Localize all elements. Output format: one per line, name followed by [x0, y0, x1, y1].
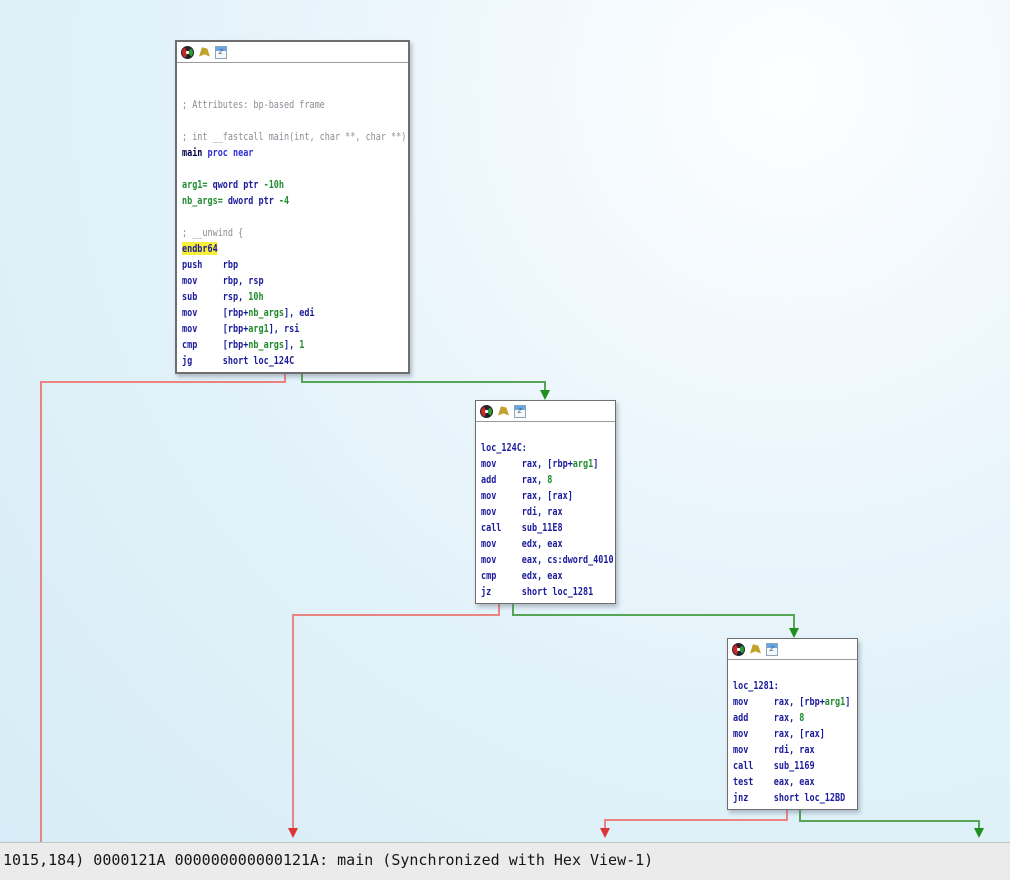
edge-loc124C-false: [498, 601, 500, 616]
code-line[interactable]: mov rax, [rbp+arg1]: [481, 457, 599, 470]
edge-loc1281-true: [799, 820, 980, 822]
edge-main-false: [284, 367, 286, 382]
code-line[interactable]: mov rdi, rax: [481, 505, 563, 518]
code-line[interactable]: mov rax, [rax]: [481, 489, 573, 502]
status-bar: 1015,184) 0000121A 000000000000121A: mai…: [0, 842, 1010, 880]
code-line[interactable]: cmp edx, eax: [481, 569, 563, 582]
code-line[interactable]: arg1= qword ptr -10h: [182, 178, 285, 191]
code-line[interactable]: mov rdi, rax: [733, 743, 815, 756]
code-line[interactable]: endbr64: [182, 242, 218, 255]
basic-block-loc_1281[interactable]: loc_1281:mov rax, [rbp+arg1] add rax, 8 mo…: [727, 638, 858, 810]
code-line[interactable]: add rax, 8: [733, 711, 805, 724]
code-line[interactable]: jnz short loc_12BD: [733, 791, 846, 804]
code-line[interactable]: loc_1281:: [733, 679, 779, 692]
text-view-icon[interactable]: [215, 45, 227, 59]
code-line[interactable]: mov rax, [rax]: [733, 727, 825, 740]
node-color-icon[interactable]: [181, 45, 194, 59]
code-line[interactable]: mov rbp, rsp: [182, 274, 264, 287]
node-color-icon[interactable]: [732, 642, 745, 656]
edge-loc124C-false: [292, 614, 294, 828]
edge-loc124C-false: [292, 614, 500, 616]
code-line[interactable]: [182, 209, 352, 225]
edge-loc1281-false: [604, 819, 606, 829]
code-line[interactable]: ; int __fastcall main(int, char **, char…: [182, 130, 407, 143]
text-view-icon[interactable]: [514, 404, 526, 418]
code-line[interactable]: mov [rbp+nb_args], edi: [182, 306, 315, 319]
edge-loc1281-true: [799, 806, 801, 822]
edge-main-false: [40, 381, 286, 383]
code-line[interactable]: push rbp: [182, 258, 239, 271]
code-line[interactable]: mov edx, eax: [481, 537, 563, 550]
basic-block-code[interactable]: loc_1281:mov rax, [rbp+arg1] add rax, 8 mo…: [728, 660, 857, 809]
edge-loc124C-true: [512, 601, 514, 616]
edge-loc124C-true-arrowhead: [789, 628, 799, 638]
basic-block-title-bar[interactable]: [728, 639, 857, 660]
code-line[interactable]: test eax, eax: [733, 775, 815, 788]
code-line[interactable]: call sub_1169: [733, 759, 815, 772]
code-line[interactable]: add rax, 8: [481, 473, 553, 486]
node-color-icon[interactable]: [480, 404, 493, 418]
basic-block-title-bar[interactable]: [177, 42, 408, 63]
function-flag-icon[interactable]: [498, 406, 509, 416]
code-line[interactable]: [182, 113, 352, 129]
code-line[interactable]: sub rsp, 10h: [182, 290, 264, 303]
edge-loc124C-true: [512, 614, 795, 616]
edge-loc1281-false: [604, 819, 788, 821]
code-line[interactable]: [733, 662, 825, 678]
code-line[interactable]: mov [rbp+arg1], rsi: [182, 322, 300, 335]
edge-loc1281-false: [786, 806, 788, 821]
code-line[interactable]: mov eax, cs:dword_4010: [481, 553, 614, 566]
edge-loc124C-true: [793, 614, 795, 628]
code-line[interactable]: jg short loc_124C: [182, 354, 295, 367]
status-bar-text: 1015,184) 0000121A 000000000000121A: mai…: [3, 851, 654, 869]
code-line[interactable]: [481, 424, 580, 440]
edge-loc1281-true-arrowhead: [974, 828, 984, 838]
code-line[interactable]: cmp [rbp+nb_args], 1: [182, 338, 305, 351]
text-view-icon[interactable]: [766, 642, 778, 656]
basic-block-title-bar[interactable]: [476, 401, 615, 422]
basic-block-main[interactable]: ; Attributes: bp-based frame ; int __fast…: [175, 40, 410, 374]
edge-loc1281-false-arrowhead: [600, 828, 610, 838]
code-line[interactable]: ; Attributes: bp-based frame: [182, 98, 325, 111]
code-line[interactable]: call sub_11E8: [481, 521, 563, 534]
code-line[interactable]: main proc near: [182, 146, 254, 159]
function-flag-icon[interactable]: [750, 644, 761, 654]
code-line[interactable]: loc_124C:: [481, 441, 527, 454]
code-line[interactable]: [182, 65, 352, 81]
code-line[interactable]: jz short loc_1281: [481, 585, 594, 598]
edge-main-true: [544, 381, 546, 391]
code-line[interactable]: ; __unwind {: [182, 226, 244, 239]
edge-loc1281-true: [978, 820, 980, 829]
code-line[interactable]: nb_args= dword ptr -4: [182, 194, 290, 207]
edge-loc124C-false-arrowhead: [288, 828, 298, 838]
basic-block-loc_124C[interactable]: loc_124C:mov rax, [rbp+arg1] add rax, 8 mo…: [475, 400, 616, 604]
code-line[interactable]: mov rax, [rbp+arg1]: [733, 695, 851, 708]
edge-main-true-arrowhead: [540, 390, 550, 400]
code-line[interactable]: [182, 81, 352, 97]
basic-block-code[interactable]: loc_124C:mov rax, [rbp+arg1] add rax, 8 mo…: [476, 422, 615, 603]
edge-main-true: [301, 381, 546, 383]
basic-block-code[interactable]: ; Attributes: bp-based frame ; int __fast…: [177, 63, 408, 372]
edge-main-true: [301, 367, 303, 382]
function-flag-icon[interactable]: [199, 47, 210, 57]
edge-main-false: [40, 381, 42, 842]
code-line[interactable]: [182, 161, 352, 177]
